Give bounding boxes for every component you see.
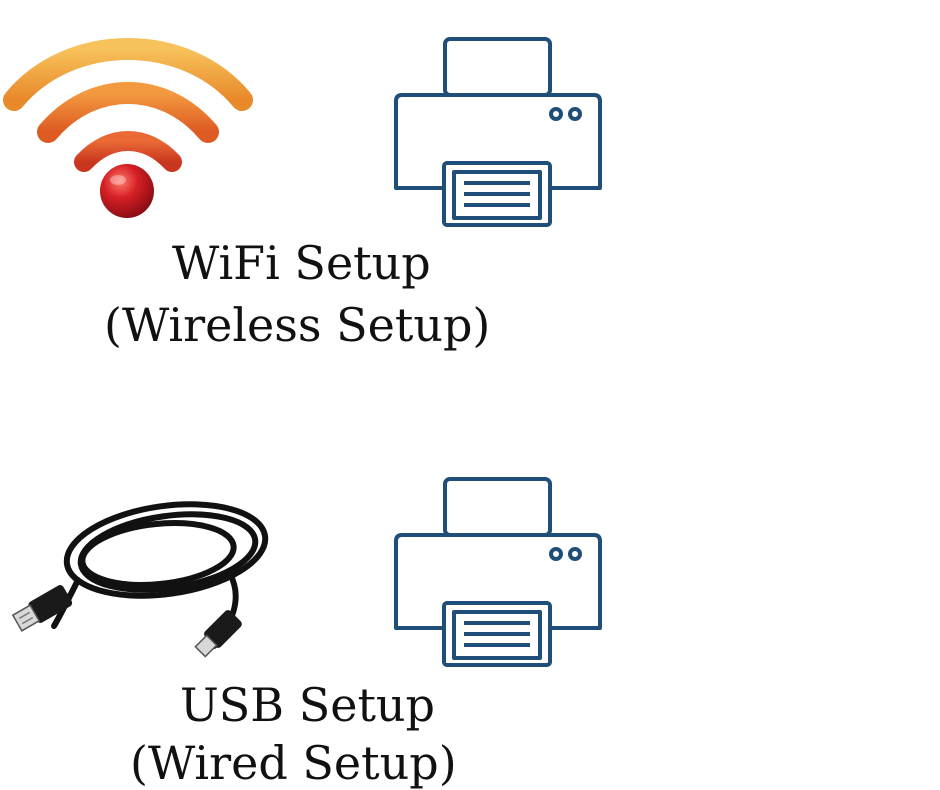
printer-icon: [394, 37, 602, 227]
usb-setup-title: USB Setup: [180, 678, 435, 732]
wifi-setup-subtitle: (Wireless Setup): [104, 298, 491, 352]
wifi-setup-option[interactable]: WiFi Setup (Wireless Setup): [0, 0, 940, 394]
usb-cable-icon: [11, 501, 269, 658]
wifi-icon: [3, 38, 253, 218]
wifi-setup-title: WiFi Setup: [172, 236, 431, 290]
printer-icon: [394, 477, 602, 667]
usb-setup-option[interactable]: USB Setup (Wired Setup): [0, 394, 940, 788]
usb-setup-subtitle: (Wired Setup): [130, 736, 457, 790]
